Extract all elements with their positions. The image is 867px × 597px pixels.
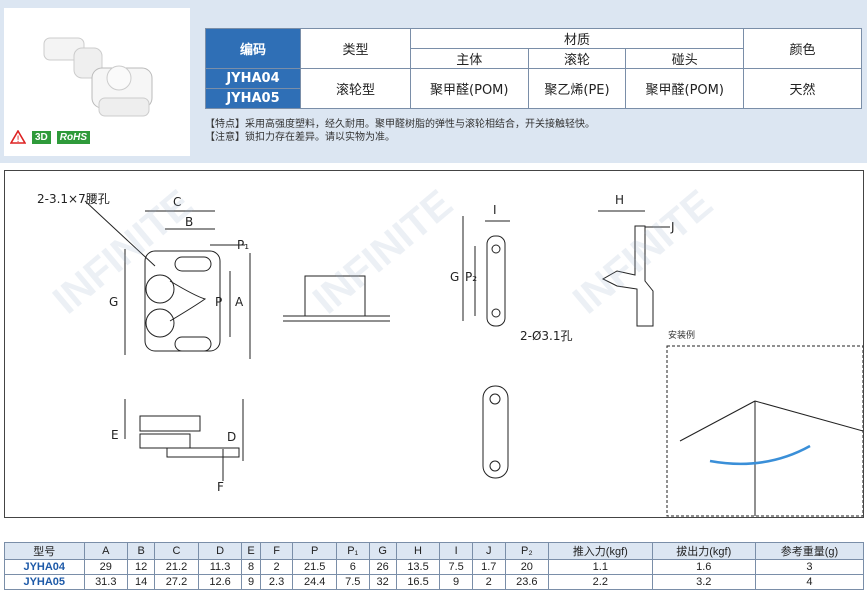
dims-cell: 12 xyxy=(127,559,156,575)
dims-cell: JYHA05 xyxy=(4,574,85,590)
dims-cell: 20 xyxy=(504,559,550,575)
header-panel: ! 3D RoHS 编码 类型 材质 颜色 主体 滚轮 碰头 JYHA04 滚轮… xyxy=(0,0,867,163)
dims-cell: 16.5 xyxy=(395,574,441,590)
dims-cell: 3.2 xyxy=(651,574,756,590)
slot-label: 2-3.1×7腰孔 xyxy=(37,192,110,206)
dim-f: F xyxy=(217,480,224,494)
svg-text:!: ! xyxy=(16,135,20,144)
dims-header: D xyxy=(197,542,243,560)
dims-header: 拔出力(kgf) xyxy=(651,542,756,560)
rohs-badge: RoHS xyxy=(56,130,91,144)
dims-cell: 24.4 xyxy=(292,574,337,590)
dims-header: H xyxy=(395,542,441,560)
dims-cell: 9 xyxy=(439,574,473,590)
attention-note: 【注意】锁扣力存在差异。请以实物为准。 xyxy=(205,132,395,143)
dims-header: J xyxy=(471,542,506,560)
dim-c: C xyxy=(173,195,181,209)
dim-b: B xyxy=(185,215,193,229)
dims-header: P₁ xyxy=(335,542,370,560)
dims-cell: 2.3 xyxy=(259,574,294,590)
roller-value: 聚乙烯(PE) xyxy=(527,68,627,109)
col-type: 类型 xyxy=(300,28,411,69)
dims-header: I xyxy=(439,542,473,560)
col-color: 颜色 xyxy=(743,28,862,69)
dims-header: 参考重量(g) xyxy=(754,542,865,560)
dims-cell: 8 xyxy=(241,559,261,575)
col-material: 材质 xyxy=(410,28,744,49)
dims-header: P xyxy=(292,542,337,560)
dims-header: 型号 xyxy=(4,542,85,560)
dims-header: C xyxy=(154,542,199,560)
dims-cell: 21.2 xyxy=(154,559,199,575)
dims-row: JYHA04 29 12 21.2 11.3 8 2 21.5 6 26 13.… xyxy=(4,559,865,575)
dims-header: G xyxy=(368,542,397,560)
badges: ! 3D RoHS xyxy=(10,130,91,144)
type-value: 滚轮型 xyxy=(300,68,411,109)
spec-table: 编码 类型 材质 颜色 主体 滚轮 碰头 JYHA04 滚轮型 聚甲醛(POM)… xyxy=(205,28,862,109)
dims-table: 型号 A B C D E F P P₁ G H I J P₂ 推入力(kgf) … xyxy=(4,542,865,590)
col-code: 编码 xyxy=(205,28,301,69)
dim-g: G xyxy=(109,295,118,309)
dim-g2: G xyxy=(450,270,459,284)
dim-p: P xyxy=(215,295,222,309)
code-1: JYHA04 xyxy=(205,68,301,89)
dims-cell: 26 xyxy=(368,559,397,575)
dim-i: I xyxy=(493,203,497,217)
dims-cell: 1.1 xyxy=(548,559,653,575)
dims-cell: 29 xyxy=(83,559,129,575)
dims-cell: 23.6 xyxy=(504,574,550,590)
notes: 【特点】采用高强度塑料，经久耐用。聚甲醛树脂的弹性与滚轮相结合，开关接触轻快。 … xyxy=(205,118,595,144)
dims-cell: 7.5 xyxy=(439,559,473,575)
dims-cell: 21.5 xyxy=(292,559,337,575)
dim-d: D xyxy=(227,430,236,444)
dims-cell: 6 xyxy=(335,559,370,575)
head-value: 聚甲醛(POM) xyxy=(625,68,744,109)
dims-cell: 7.5 xyxy=(335,574,370,590)
sub-head: 碰头 xyxy=(625,48,744,69)
feature-note: 【特点】采用高强度塑料，经久耐用。聚甲醛树脂的弹性与滚轮相结合，开关接触轻快。 xyxy=(205,119,595,130)
dims-cell: 31.3 xyxy=(83,574,129,590)
dims-cell: 1.7 xyxy=(471,559,506,575)
3d-badge: 3D xyxy=(32,130,51,144)
dims-cell: 13.5 xyxy=(395,559,441,575)
dims-cell: 32 xyxy=(368,574,397,590)
dims-cell: 2 xyxy=(471,574,506,590)
dims-cell: 2.2 xyxy=(548,574,653,590)
install-label: 安装例 xyxy=(668,331,696,341)
dims-cell: 14 xyxy=(127,574,156,590)
body-value: 聚甲醛(POM) xyxy=(410,68,529,109)
dims-header: E xyxy=(241,542,261,560)
dims-cell: 12.6 xyxy=(197,574,243,590)
dims-cell: 27.2 xyxy=(154,574,199,590)
dims-header: P₂ xyxy=(504,542,550,560)
sub-roller: 滚轮 xyxy=(527,48,627,69)
technical-drawing: 2-3.1×7腰孔 2-Ø3.1孔 C B P₁ G P A E D F H J… xyxy=(4,170,864,518)
dim-e: E xyxy=(111,428,119,442)
dims-row: JYHA05 31.3 14 27.2 12.6 9 2.3 24.4 7.5 … xyxy=(4,574,865,590)
dims-cell: 1.6 xyxy=(651,559,756,575)
dim-j: J xyxy=(670,220,675,234)
dims-header: B xyxy=(127,542,156,560)
dims-cell: 11.3 xyxy=(197,559,243,575)
dims-cell: 3 xyxy=(754,559,865,575)
dims-header: F xyxy=(259,542,294,560)
sub-body: 主体 xyxy=(410,48,529,69)
dim-p2: P₂ xyxy=(465,270,477,284)
dim-h: H xyxy=(615,193,624,207)
dims-cell: 9 xyxy=(241,574,261,590)
product-image xyxy=(43,37,153,117)
dim-a: A xyxy=(235,295,244,309)
color-value: 天然 xyxy=(743,68,862,109)
dims-header-row: 型号 A B C D E F P P₁ G H I J P₂ 推入力(kgf) … xyxy=(4,542,865,560)
code-2: JYHA05 xyxy=(205,88,301,109)
dims-header: A xyxy=(83,542,129,560)
dims-header: 推入力(kgf) xyxy=(548,542,653,560)
hole-label: 2-Ø3.1孔 xyxy=(520,329,573,343)
drawing-svg: 2-3.1×7腰孔 2-Ø3.1孔 C B P₁ G P A E D F H J… xyxy=(37,192,864,517)
dim-p1: P₁ xyxy=(237,238,249,252)
dims-cell: JYHA04 xyxy=(4,559,85,575)
dims-cell: 4 xyxy=(754,574,865,590)
warning-icon: ! xyxy=(10,130,26,144)
dims-cell: 2 xyxy=(259,559,294,575)
